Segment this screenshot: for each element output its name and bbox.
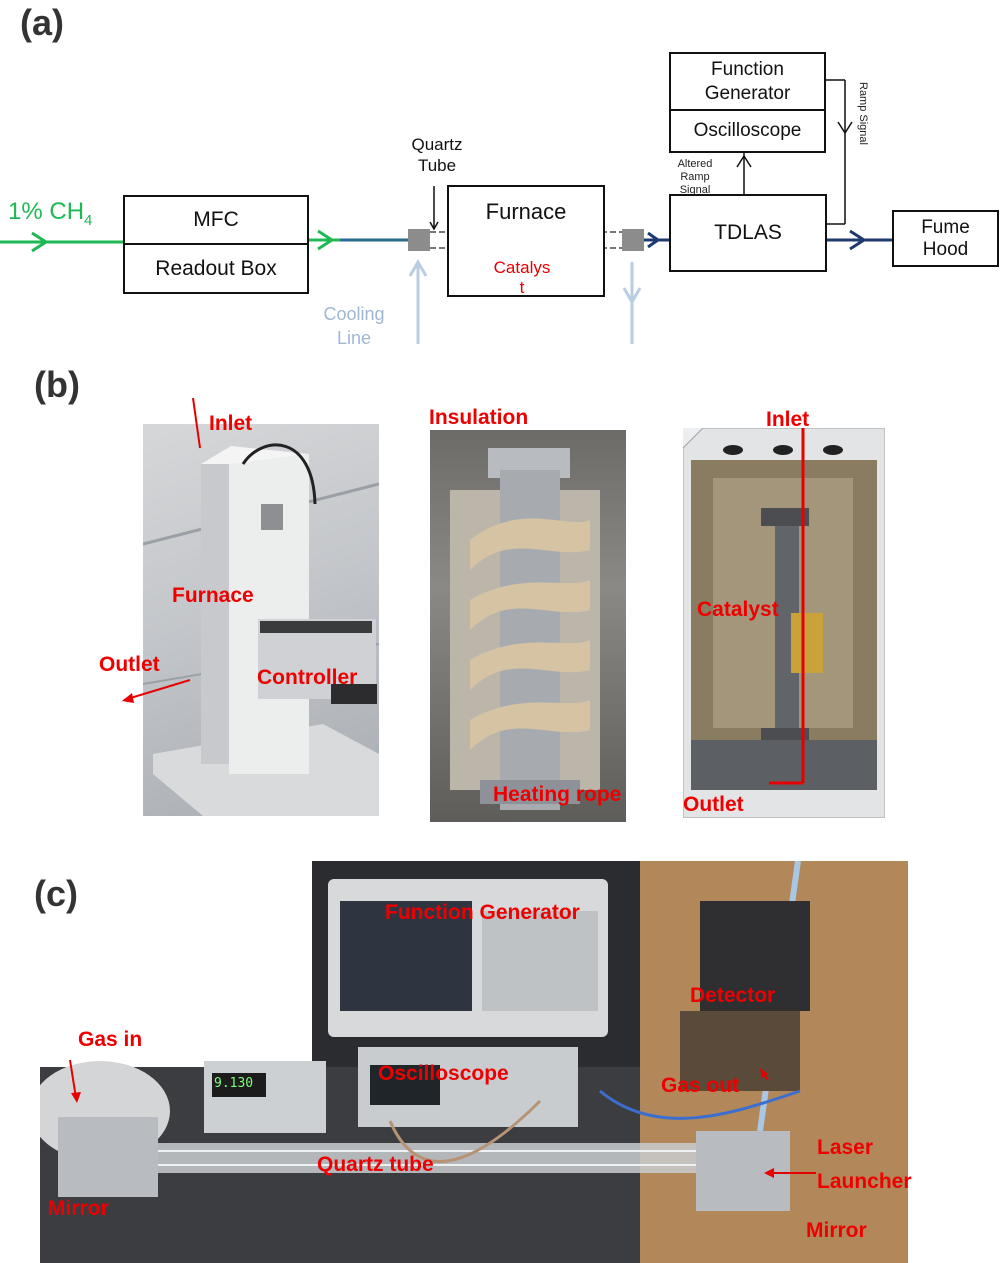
- controller-label: Controller: [257, 666, 358, 689]
- fume-hood-box: Fume Hood: [892, 210, 999, 267]
- power-supply-readout: 9.130: [214, 1076, 254, 1091]
- mirror-left-label: Mirror: [48, 1197, 109, 1220]
- function-generator-box: Function Generator: [669, 52, 826, 111]
- furnace-label: Furnace: [172, 584, 254, 607]
- cutaway-outlet-label: Outlet: [683, 793, 744, 816]
- quartz-tube-photo-label: Quartz tube: [317, 1153, 434, 1176]
- panel-letter-a: (a): [20, 2, 64, 43]
- setup-drawing: [40, 861, 908, 1263]
- cooling-line-label: Cooling Line: [323, 304, 385, 348]
- oscilloscope-label: Oscilloscope: [378, 1062, 509, 1085]
- insulation-photo: [430, 430, 626, 822]
- input-gas-label: 1% CH4: [8, 198, 93, 229]
- catalyst-label: Catalys t: [493, 258, 551, 297]
- heating-rope-label: Heating rope: [493, 783, 622, 806]
- insulation-drawing: [450, 448, 600, 810]
- cutaway-drawing: [683, 428, 885, 818]
- insulation-label: Insulation: [429, 406, 529, 429]
- tdlas-box: TDLAS: [669, 194, 827, 272]
- schematic-lines: [0, 79, 893, 344]
- oscilloscope-box: Oscilloscope: [669, 109, 826, 153]
- mirror-right-label: Mirror: [806, 1219, 867, 1242]
- gas-out-label: Gas out: [661, 1074, 740, 1097]
- furnace-photo: [143, 424, 379, 816]
- ramp-signal-label: Ramp Signal: [857, 82, 869, 145]
- detector-label: Detector: [690, 984, 776, 1007]
- reactor-cutaway-render: [683, 428, 885, 818]
- furnace-box: Furnace: [447, 185, 605, 297]
- panel-letter-c: (c): [34, 873, 78, 914]
- altered-ramp-signal-label: Altered Ramp Signal: [677, 158, 713, 196]
- furnace-outlet-label: Outlet: [99, 653, 160, 676]
- function-generator-label: Function Generator: [385, 901, 580, 924]
- mfc-box: MFC: [123, 195, 309, 245]
- gas-in-label: Gas in: [78, 1028, 143, 1051]
- furnace-inlet-label: Inlet: [209, 412, 253, 435]
- cutaway-inlet-label: Inlet: [766, 408, 810, 431]
- cutaway-catalyst-label: Catalyst: [697, 598, 779, 621]
- furnace-drawing: [143, 443, 379, 816]
- quartz-tube-label: Quartz Tube: [411, 135, 463, 175]
- experimental-setup-photo: [40, 861, 908, 1263]
- readout-box: Readout Box: [123, 243, 309, 294]
- panel-letter-b: (b): [34, 364, 80, 405]
- laser-launcher-label: Laser Launcher: [817, 1136, 912, 1193]
